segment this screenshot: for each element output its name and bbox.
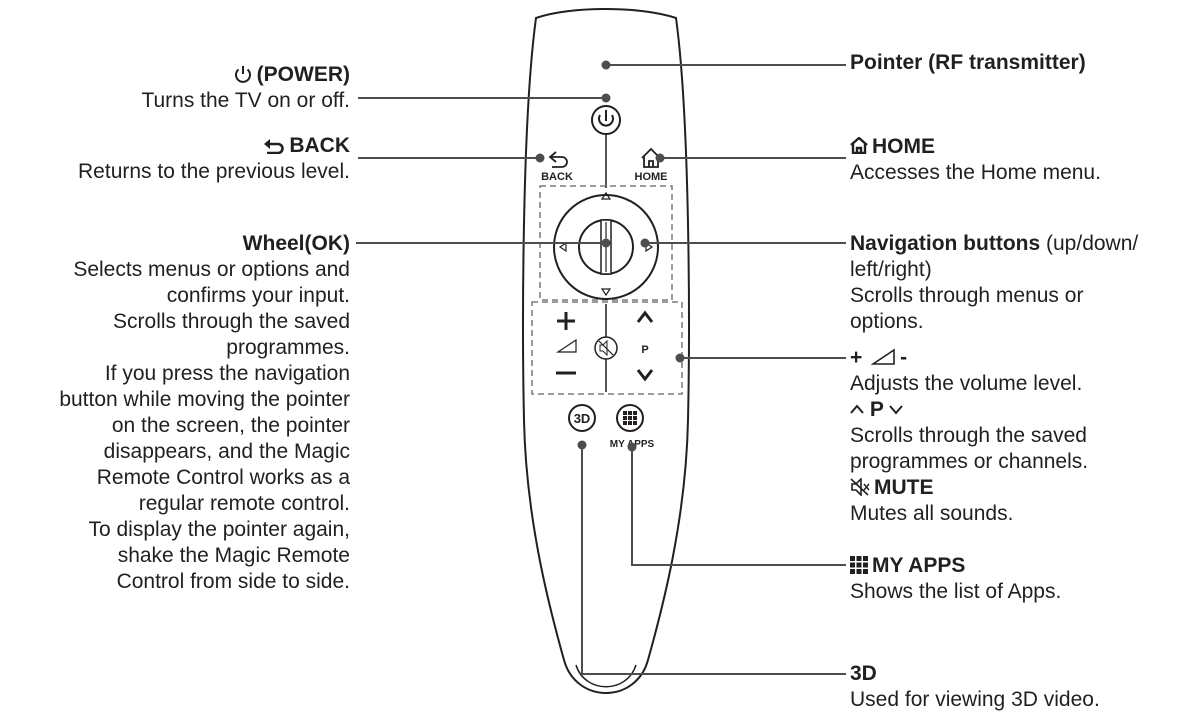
home-icon <box>850 137 868 154</box>
home-title: HOME <box>872 135 935 158</box>
home-callout: HOME Accesses the Home menu. <box>850 134 1101 186</box>
chevron-down-icon <box>889 405 904 415</box>
nav-desc-2: options. <box>850 310 924 333</box>
power-title: (POWER) <box>256 63 350 86</box>
nav-callout: Navigation buttons (up/down/ left/right)… <box>850 231 1138 335</box>
volume-minus: - <box>900 346 908 369</box>
grid-icon <box>623 411 637 425</box>
3d-desc: Used for viewing 3D video. <box>850 688 1100 711</box>
nav-title-suffix: (up/down/ <box>1040 232 1139 255</box>
volume-callout: + - Adjusts the volume level. P Scrolls … <box>850 345 1088 527</box>
pointer-title: Pointer (RF transmitter) <box>850 51 1086 74</box>
program-desc-1: programmes or channels. <box>850 450 1089 473</box>
wheel-desc-4: If you press the navigation <box>104 362 350 385</box>
3d-title: 3D <box>850 662 877 685</box>
wheel-desc-5: button while moving the pointer <box>59 388 350 411</box>
channel-down-button[interactable] <box>636 369 654 382</box>
wheel-desc-0: Selects menus or options and <box>73 258 350 281</box>
nav-left-arrow[interactable] <box>558 241 567 253</box>
3d-callout: 3D Used for viewing 3D video. <box>850 661 1100 713</box>
volume-channel-area-outline <box>531 301 683 395</box>
mute-button[interactable] <box>594 336 618 360</box>
back-callout: BACK Returns to the previous level. <box>78 133 350 185</box>
power-icon <box>234 66 251 83</box>
channel-up-button[interactable] <box>636 310 654 323</box>
wheel-desc-9: regular remote control. <box>138 492 350 515</box>
volume-desc: Adjusts the volume level. <box>850 372 1083 395</box>
myapps-title: MY APPS <box>872 554 966 577</box>
wheel-desc-6: on the screen, the pointer <box>111 414 350 437</box>
program-title: P <box>869 398 884 421</box>
wheel-desc-8: Remote Control works as a <box>96 466 350 489</box>
nav-desc-0: left/right) <box>850 258 932 281</box>
chevron-up-icon <box>850 404 864 414</box>
back-desc: Returns to the previous level. <box>78 160 350 183</box>
3d-button[interactable]: 3D <box>568 404 596 432</box>
power-desc: Turns the TV on or off. <box>141 89 350 112</box>
nav-up-arrow[interactable] <box>600 191 612 200</box>
mute-title: MUTE <box>874 476 934 499</box>
mute-icon <box>850 478 870 496</box>
back-icon <box>264 139 285 154</box>
wheel-desc-1: confirms your input. <box>166 284 350 307</box>
wheel-title: Wheel(OK) <box>242 232 350 255</box>
back-label: BACK <box>541 171 573 183</box>
wheel-desc-10: To display the pointer again, <box>88 518 350 541</box>
leader-dots <box>535 60 685 452</box>
power-button[interactable] <box>591 105 621 135</box>
nav-title: Navigation buttons <box>850 232 1041 255</box>
grid-icon <box>850 556 868 574</box>
program-desc-0: Scrolls through the saved <box>850 424 1087 447</box>
myapps-desc: Shows the list of Apps. <box>850 580 1062 603</box>
wheel-callout: Wheel(OK) Selects menus or options and c… <box>59 231 350 595</box>
wheel-desc-12: Control from side to side. <box>116 570 350 593</box>
volume-icon-inline <box>870 348 895 365</box>
myapps-callout: MY APPS Shows the list of Apps. <box>850 553 1061 605</box>
program-p-label: P <box>641 344 648 356</box>
mute-desc: Mutes all sounds. <box>850 502 1014 525</box>
wheel-desc-3: programmes. <box>226 336 350 359</box>
power-callout: (POWER) Turns the TV on or off. <box>141 62 350 114</box>
wheel-desc-11: shake the Magic Remote <box>117 544 350 567</box>
volume-icon <box>556 338 577 353</box>
leader-lines <box>356 64 846 675</box>
nav-desc-1: Scrolls through menus or <box>850 284 1084 307</box>
nav-down-arrow[interactable] <box>600 288 612 297</box>
wheel-desc-2: Scrolls through the saved <box>113 310 350 333</box>
3d-button-label: 3D <box>574 411 591 426</box>
volume-up-button[interactable] <box>557 312 575 330</box>
home-button[interactable]: HOME <box>635 147 668 183</box>
wheel-desc-7: disappears, and the Magic <box>103 440 350 463</box>
home-label: HOME <box>635 171 668 183</box>
back-button[interactable]: BACK <box>541 151 573 183</box>
back-title: BACK <box>289 134 350 157</box>
volume-plus: + <box>850 346 863 369</box>
home-desc: Accesses the Home menu. <box>850 161 1101 184</box>
